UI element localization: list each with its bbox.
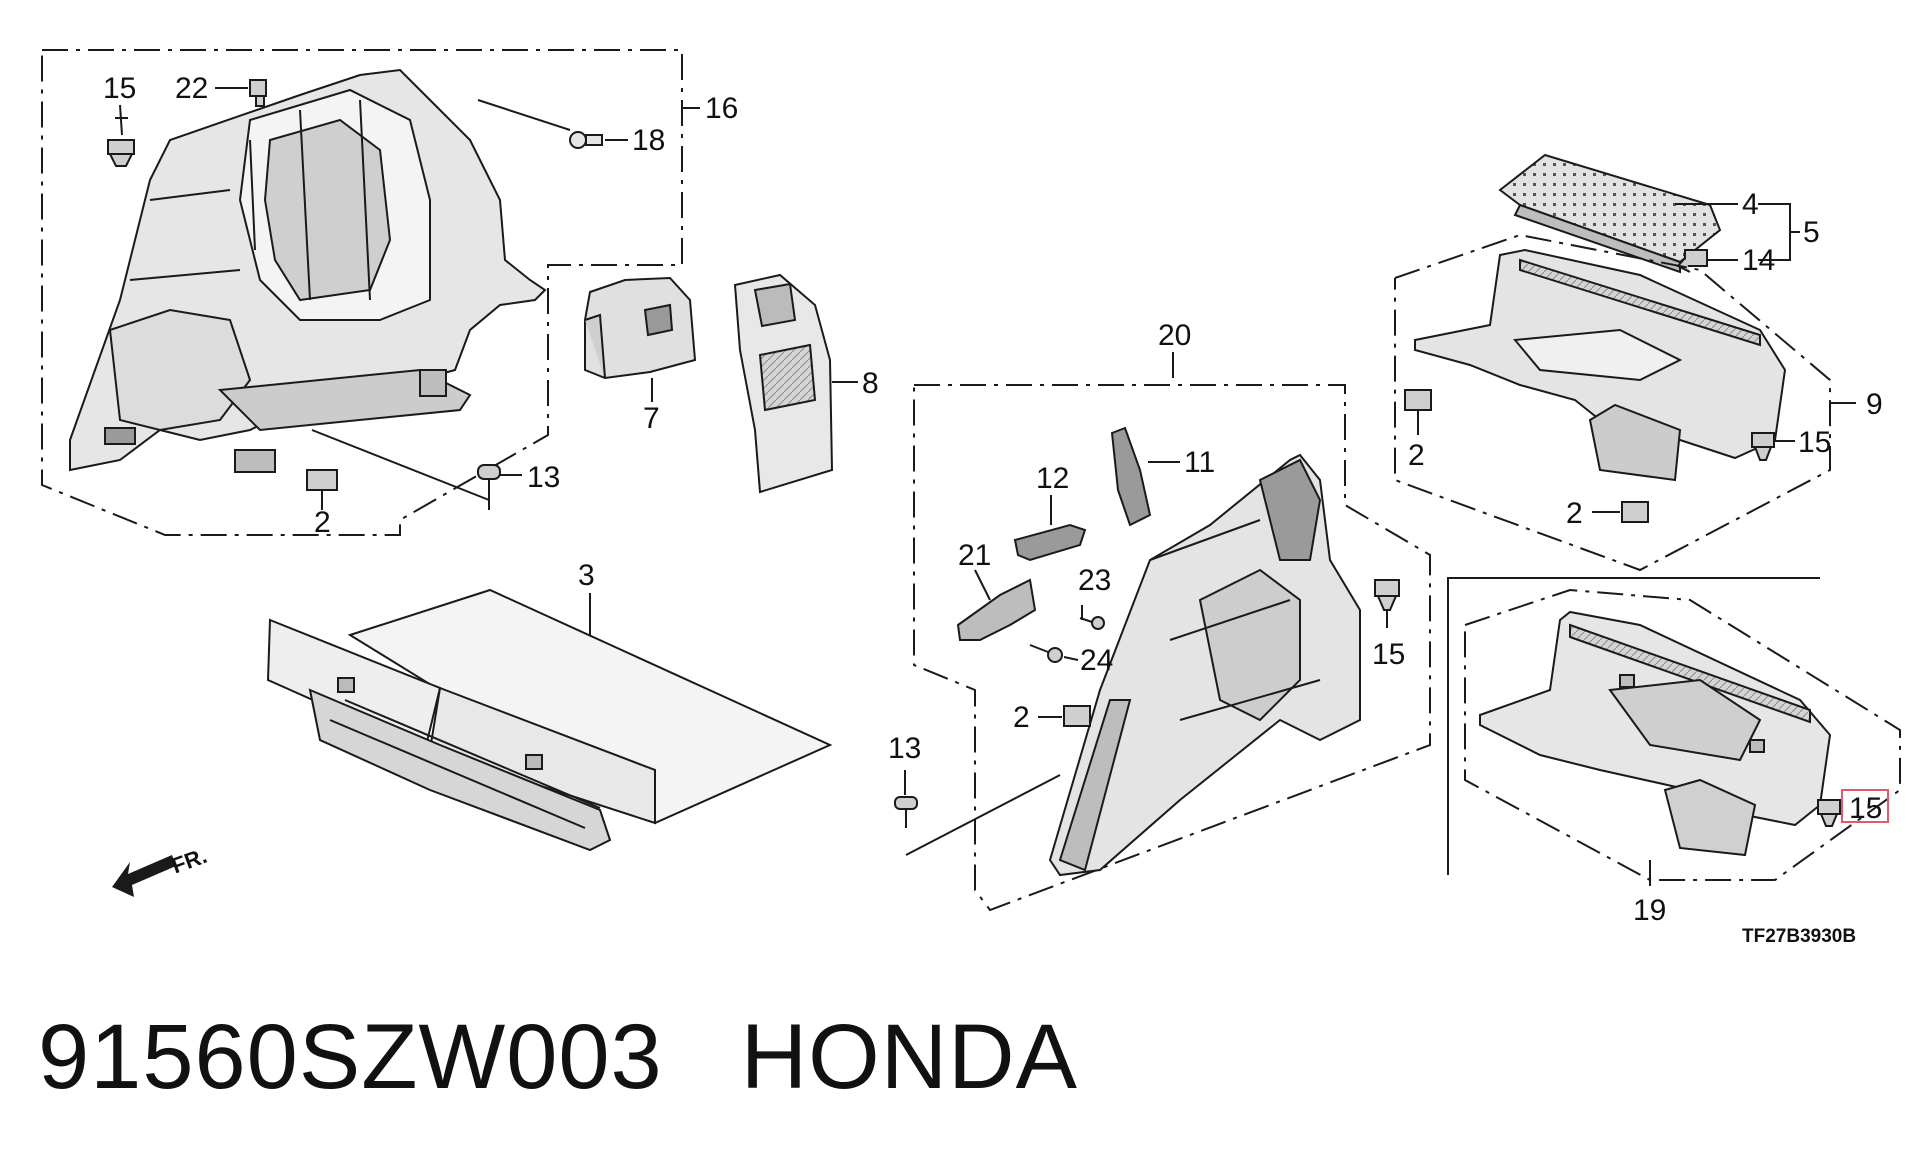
part-7-cover <box>584 276 697 402</box>
callout-13-middle: 13 <box>888 732 921 765</box>
callout-9: 9 <box>1866 388 1883 421</box>
callout-13-top: 13 <box>527 461 560 494</box>
front-direction-label: FR. <box>168 843 210 879</box>
fastener-2-right-upper <box>1404 389 1432 435</box>
group-9-outline <box>1394 233 1862 572</box>
group-16-outline <box>41 49 683 536</box>
clip-18 <box>477 99 628 149</box>
fastener-2-right-lower <box>1592 501 1649 523</box>
callout-11: 11 <box>1184 446 1215 479</box>
clip-13-middle <box>894 770 1061 856</box>
clip-14 <box>1676 249 1738 273</box>
clip-15-top-left <box>107 104 135 167</box>
bracket-4-14-to-5 <box>1758 203 1800 261</box>
clip-13-top <box>311 429 522 510</box>
callout-19: 19 <box>1633 894 1666 927</box>
brand-name: HONDA <box>740 1006 1078 1108</box>
callout-7: 7 <box>643 402 660 435</box>
callout-21: 21 <box>958 539 991 572</box>
callout-20: 20 <box>1158 319 1191 352</box>
fastener-2-middle <box>1038 705 1091 727</box>
callout-22: 22 <box>175 72 208 105</box>
callout-8: 8 <box>862 367 879 400</box>
quarter-trim-panel-left <box>69 68 547 473</box>
front-direction-arrow <box>112 855 176 897</box>
clip-22 <box>215 79 267 107</box>
part-9-trim <box>1414 248 1787 482</box>
part-12-hook <box>1013 495 1087 562</box>
callout-12: 12 <box>1036 462 1069 495</box>
clip-15-middle <box>1374 579 1400 628</box>
quarter-trim-panel-right <box>1048 453 1361 877</box>
callout-4: 4 <box>1742 188 1759 221</box>
part-3-floor-lid <box>266 588 833 852</box>
callout-2-top-left: 2 <box>314 506 331 539</box>
group-19-outline <box>1447 577 1820 875</box>
clip-15-right-upper <box>1751 432 1795 461</box>
callout-15-highlighted: 15 <box>1849 792 1882 825</box>
callout-2-middle: 2 <box>1013 701 1030 734</box>
part-11-bracket <box>1110 426 1180 527</box>
callout-2-right-lower: 2 <box>1566 497 1583 530</box>
callout-5: 5 <box>1803 216 1820 249</box>
callout-15-top-left: 15 <box>103 72 136 105</box>
fastener-2-top-left <box>306 469 338 510</box>
callout-23: 23 <box>1078 564 1111 597</box>
callout-15-right-upper: 15 <box>1798 426 1831 459</box>
diagram-code: TF27B3930B <box>1742 926 1856 947</box>
callout-24: 24 <box>1080 644 1113 677</box>
part-19-trim <box>1479 610 1832 857</box>
part-4-cover <box>1498 153 1738 274</box>
clip-15-highlighted <box>1817 799 1841 827</box>
screw-23 <box>1079 605 1105 630</box>
part-8-panel <box>733 273 858 494</box>
callout-16: 16 <box>705 92 738 125</box>
screw-24 <box>1029 644 1079 663</box>
callout-14: 14 <box>1742 244 1775 277</box>
callout-15-middle: 15 <box>1372 638 1405 671</box>
callout-18: 18 <box>632 124 665 157</box>
highlight-box <box>1841 789 1889 823</box>
group-19-inner-outline <box>1464 588 1901 890</box>
callout-2-right-upper: 2 <box>1408 439 1425 472</box>
part-footer: 91560SZW003 HONDA <box>38 1005 1078 1110</box>
part-number: 91560SZW003 <box>38 1006 663 1108</box>
callout-3: 3 <box>578 559 595 592</box>
part-21-bracket <box>956 569 1037 641</box>
group-20-outline <box>913 352 1431 912</box>
